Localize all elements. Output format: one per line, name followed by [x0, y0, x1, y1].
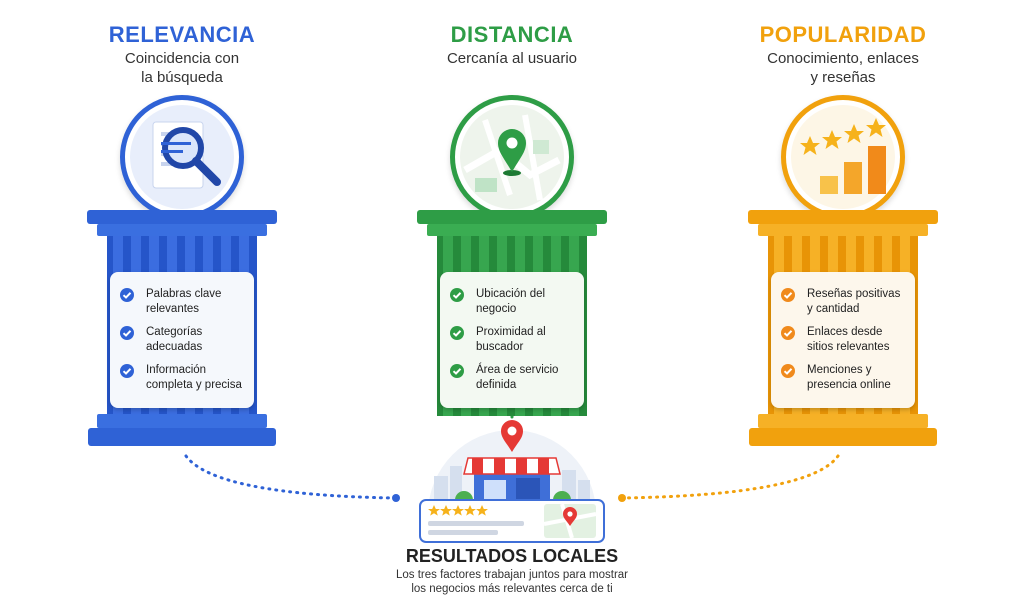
pillar-title: RELEVANCIA: [108, 22, 256, 47]
list-item: Reseñas positivas y cantidad: [781, 287, 915, 317]
check-icon: [120, 364, 134, 378]
pillar-base: [758, 414, 928, 428]
pillar-capital-lower: [97, 224, 267, 236]
pillar-capital: [748, 210, 938, 224]
pillar-capital-lower: [758, 224, 928, 236]
stars-bar-chart-icon: [781, 95, 905, 219]
list-item: Palabras clave relevantes: [120, 287, 254, 317]
map-pin-icon: [450, 95, 574, 219]
list-item: Menciones y presencia online: [781, 363, 915, 393]
pillar-capital: [417, 210, 607, 224]
pillar-subtitle: Conocimiento, enlaces y reseñas: [767, 50, 919, 86]
pillar-distancia: DISTANCIA Cercanía al usuario: [387, 0, 637, 460]
pillar-title: POPULARIDAD: [759, 22, 927, 47]
check-icon: [781, 288, 795, 302]
list-item: Categorías adecuadas: [120, 325, 254, 355]
pillar-relevancia: RELEVANCIA Coincidencia con la búsqueda: [57, 0, 307, 460]
check-icon: [450, 288, 464, 302]
check-icon: [450, 364, 464, 378]
pillar-popularidad: POPULARIDAD Conocimiento, enlaces y rese…: [718, 0, 968, 460]
factor-card: Ubicación del negocio Proximidad al busc…: [440, 272, 584, 408]
list-item: Enlaces desde sitios relevantes: [781, 325, 915, 355]
storefront-map-icon: [419, 420, 605, 543]
connector-popularidad: [620, 454, 840, 500]
list-item: Ubicación del negocio: [450, 287, 584, 317]
pillar-base: [97, 414, 267, 428]
connector-relevancia: [184, 454, 397, 500]
pillar-capital: [87, 210, 277, 224]
factor-card: Reseñas positivas y cantidad Enlaces des…: [771, 272, 915, 408]
list-item: Área de servicio definida: [450, 363, 584, 393]
pillar-subtitle: Coincidencia con la búsqueda: [124, 50, 240, 86]
list-item: Información completa y precisa: [120, 363, 254, 393]
pillar-plinth: [88, 428, 276, 446]
result-title: RESULTADOS LOCALES: [405, 546, 619, 566]
pillar-title: DISTANCIA: [450, 22, 574, 47]
result-description: Los tres factores trabajan juntos para m…: [395, 569, 629, 595]
check-icon: [781, 326, 795, 340]
check-icon: [781, 364, 795, 378]
check-icon: [450, 326, 464, 340]
list-item: Proximidad al buscador: [450, 325, 584, 355]
pillar-subtitle: Cercanía al usuario: [446, 50, 578, 67]
factor-card: Palabras clave relevantes Categorías ade…: [110, 272, 254, 408]
pillar-capital-lower: [427, 224, 597, 236]
check-icon: [120, 288, 134, 302]
pillar-plinth: [749, 428, 937, 446]
check-icon: [120, 326, 134, 340]
magnifier-document-icon: [120, 95, 244, 219]
